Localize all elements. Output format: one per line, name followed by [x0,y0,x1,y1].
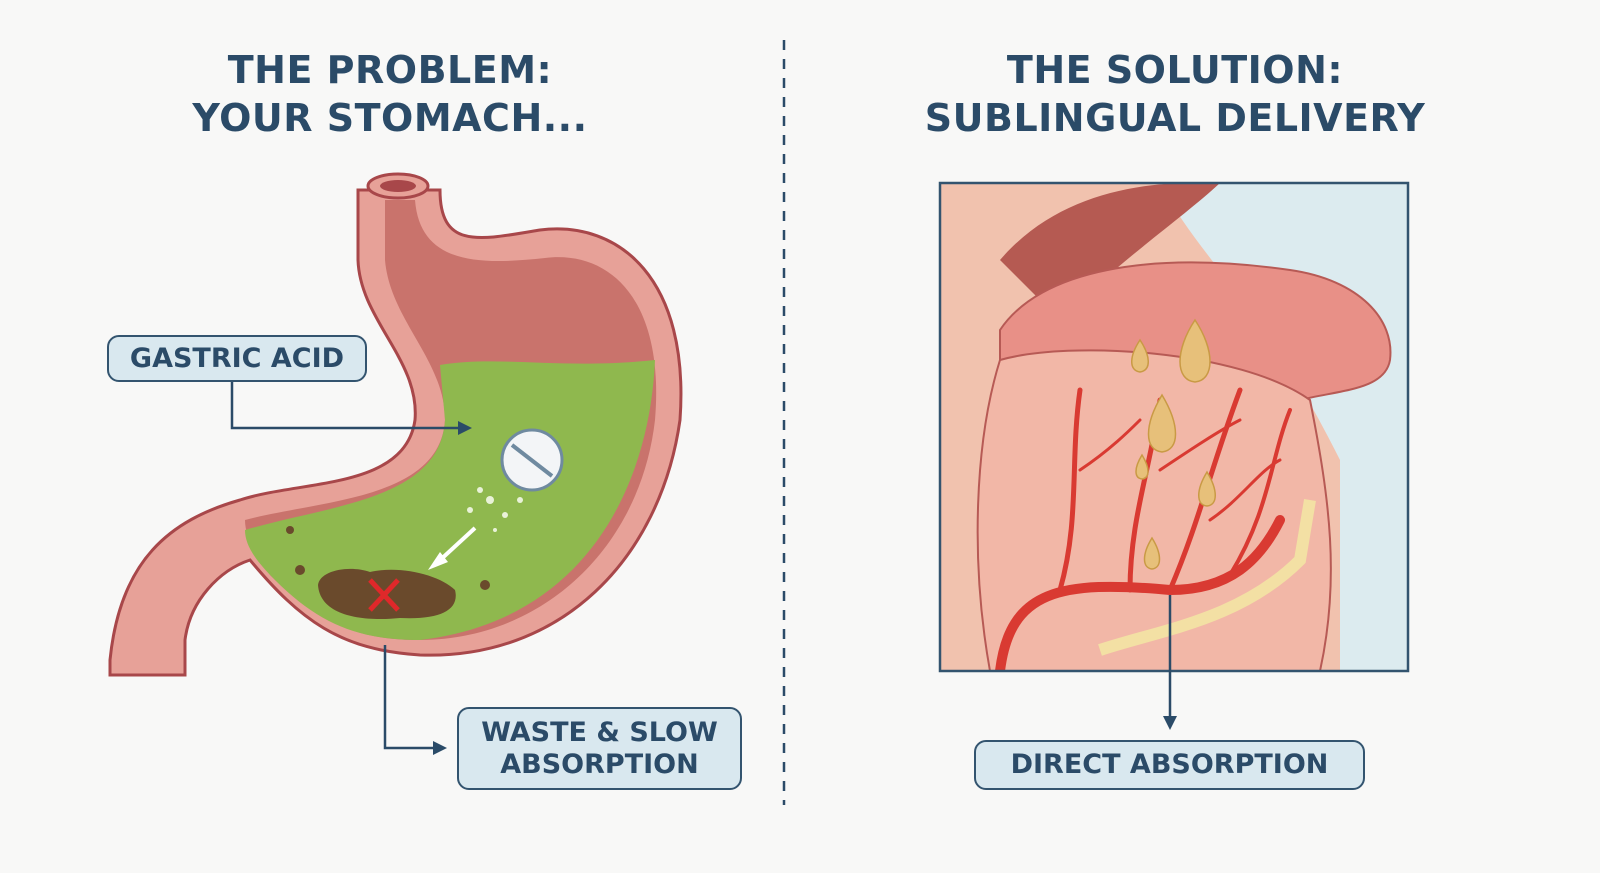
problem-title: THE PROBLEM: YOUR STOMACH... [140,46,640,142]
stomach-illustration [108,172,683,677]
solution-title: THE SOLUTION: SUBLINGUAL DELIVERY [900,46,1450,142]
direct-absorption-label: DIRECT ABSORPTION [974,740,1365,790]
solution-title-line2: SUBLINGUAL DELIVERY [924,96,1426,140]
solution-title-line1: THE SOLUTION: [1006,48,1344,92]
gastric-acid-label: GASTRIC ACID [107,335,367,382]
direct-absorption-text: DIRECT ABSORPTION [1010,749,1329,780]
gastric-acid-text: GASTRIC ACID [129,342,345,374]
waste-line1: WASTE & SLOW [481,716,718,748]
sublingual-illustration [938,181,1410,673]
acid-arrow [230,381,460,430]
problem-title-line1: THE PROBLEM: [227,48,553,92]
waste-absorption-label: WASTE & SLOW ABSORPTION [457,707,742,790]
problem-title-line2: YOUR STOMACH... [192,96,588,140]
waste-line2: ABSORPTION [500,748,699,780]
waste-arrow [383,645,435,750]
